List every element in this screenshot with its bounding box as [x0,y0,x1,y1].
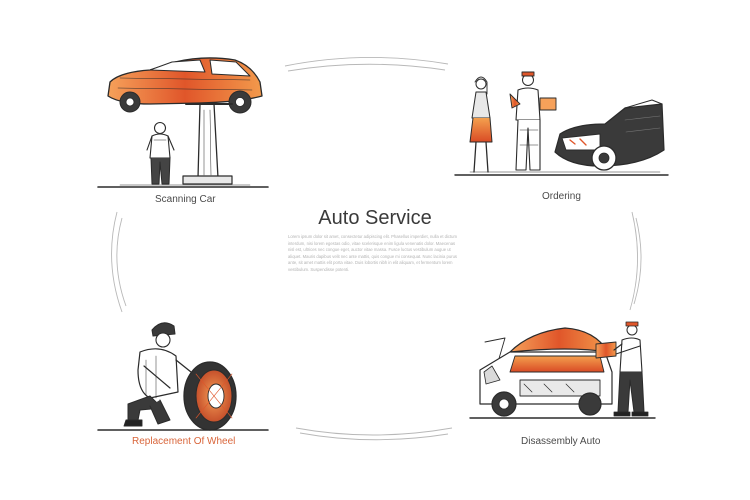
frame-arc-bottom [299,432,449,441]
frame-arc-left [116,217,127,307]
frame-arc-right [629,211,638,311]
clipboard-icon [539,97,557,111]
engine-part [595,341,617,359]
page-title: Auto Service [318,207,432,229]
frame-arc-bottom [295,427,453,436]
frame-arc-top [284,57,449,67]
car-hood [509,327,609,353]
ordering-label: Ordering [542,191,581,202]
frame-arc-right [633,217,642,305]
lift-post [197,103,219,179]
replacement-of-wheel-label: Replacement Of Wheel [132,436,236,447]
frame-arcs [111,57,642,441]
mechanic-head [626,324,638,336]
frame-arc-top [287,63,446,72]
ordering-illustration [454,71,669,176]
mechanic-head [153,121,167,135]
disassembly-illustration [469,321,656,419]
car-wheel [578,392,602,416]
body-paragraph: Lorem ipsum dolor sit amet, consectetur … [288,234,457,272]
scanning-car-illustration [97,57,269,188]
mechanic-head [155,332,171,348]
wheel-replacement-illustration [97,322,269,431]
disassembly-auto-label: Disassembly Auto [521,436,601,447]
scanning-car-label: Scanning Car [155,194,216,205]
frame-arc-left [111,211,123,313]
ordering-car-body [554,103,665,167]
customer-head [475,78,487,90]
